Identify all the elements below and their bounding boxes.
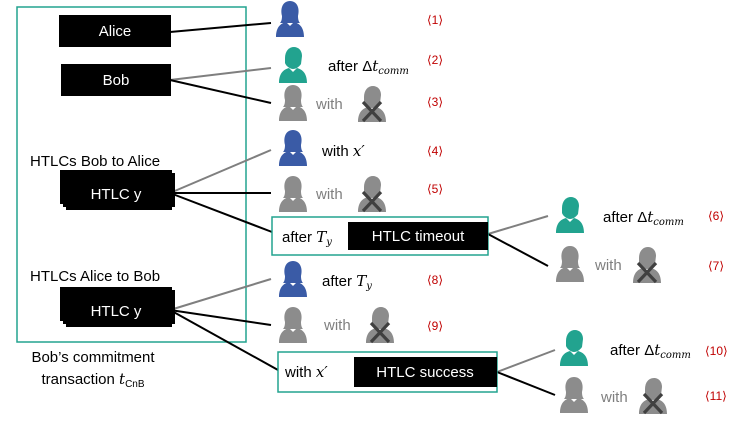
- revoked-bob-icon: [358, 176, 386, 212]
- htlc-y-1-label: HTLC y: [91, 186, 142, 203]
- line-bob-2: [169, 67, 272, 81]
- line-htlc1-timeout: [169, 192, 273, 233]
- with-7: with: [594, 257, 622, 274]
- after-delay-6: after Δtcomm: [603, 208, 684, 228]
- htlc-timeout-transaction: after Ty HTLC timeout: [271, 216, 489, 256]
- bob-person-icon: [556, 197, 584, 233]
- anyone-person-icon: [279, 176, 307, 212]
- label-6: ⟨6⟩: [708, 209, 724, 223]
- with-preimage-4: with x′: [321, 142, 365, 160]
- output-htlc-y-2: HTLC y: [60, 287, 175, 327]
- label-11: ⟨11⟩: [705, 389, 727, 403]
- line-htlc2-9: [169, 309, 272, 326]
- after-delay-2: after Δtcomm: [328, 57, 409, 77]
- revoked-bob-icon: [358, 86, 386, 122]
- anyone-person-icon: [556, 246, 584, 282]
- alice-person-icon: [279, 261, 307, 297]
- output-htlc-y-1: HTLC y: [60, 170, 175, 210]
- line-timeout-7: [487, 233, 549, 267]
- label-5: ⟨5⟩: [427, 182, 443, 196]
- bob-person-icon: [560, 330, 588, 366]
- line-timeout-6: [487, 215, 549, 235]
- connector-lines: [169, 22, 556, 396]
- with-5: with: [315, 186, 343, 203]
- with-9: with: [323, 317, 351, 334]
- bob-person-icon: [279, 47, 307, 83]
- htlcs-alice-to-bob-heading: HTLCs Alice to Bob: [30, 268, 160, 285]
- after-delay-10: after Δtcomm: [610, 341, 691, 361]
- htlc-y-2-label: HTLC y: [91, 303, 142, 320]
- output-alice: Alice: [59, 15, 171, 47]
- label-7: ⟨7⟩: [708, 259, 724, 273]
- revoked-bob-icon: [366, 307, 394, 343]
- line-htlc2-8: [169, 278, 272, 311]
- success-condition: with x′: [284, 363, 328, 381]
- anyone-person-icon: [560, 377, 588, 413]
- htlc-success-transaction: with x′ HTLC success: [277, 351, 498, 393]
- caption-line2: transaction tCnB: [41, 370, 144, 390]
- line-htlc2-success: [169, 309, 279, 371]
- alice-label: Alice: [99, 23, 132, 40]
- timeout-condition: after Ty: [282, 228, 332, 248]
- htlcs-bob-to-alice-heading: HTLCs Bob to Alice: [30, 153, 160, 170]
- line-alice-1: [169, 22, 272, 33]
- after-timelock-8: after Ty: [322, 272, 372, 292]
- alice-person-icon: [276, 1, 304, 37]
- label-10: ⟨10⟩: [705, 344, 728, 358]
- caption-line1: Bob’s commitment: [31, 349, 155, 366]
- commitment-transaction-frame: [16, 6, 247, 343]
- with-3: with: [315, 96, 343, 113]
- anyone-person-icon: [279, 85, 307, 121]
- label-1: ⟨1⟩: [427, 13, 443, 27]
- anyone-person-icon: [279, 307, 307, 343]
- revoked-bob-icon: [633, 247, 661, 283]
- line-success-10: [496, 349, 556, 373]
- revoked-bob-icon: [639, 378, 667, 414]
- htlc-timeout-label: HTLC timeout: [372, 228, 465, 245]
- label-4: ⟨4⟩: [427, 144, 443, 158]
- label-8: ⟨8⟩: [427, 273, 443, 287]
- label-9: ⟨9⟩: [427, 319, 443, 333]
- line-htlc1-4: [169, 149, 272, 194]
- htlc-success-label: HTLC success: [376, 364, 474, 381]
- alice-person-icon: [279, 130, 307, 166]
- label-2: ⟨2⟩: [427, 53, 443, 67]
- line-bob-3: [169, 79, 272, 104]
- output-bob: Bob: [61, 64, 171, 96]
- label-3: ⟨3⟩: [427, 95, 443, 109]
- bob-label: Bob: [103, 72, 130, 89]
- line-success-11: [496, 371, 556, 396]
- with-11: with: [600, 389, 628, 406]
